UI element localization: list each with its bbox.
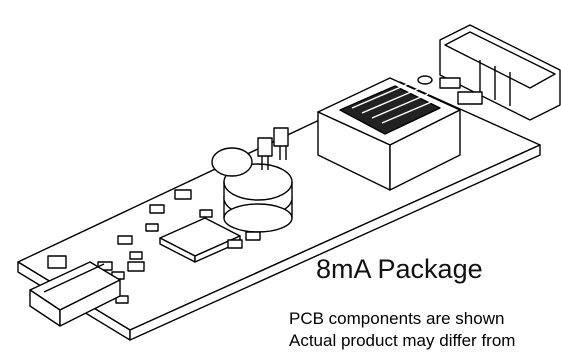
connector-right bbox=[417, 24, 561, 121]
capacitor-small bbox=[211, 147, 253, 177]
transformer bbox=[317, 77, 461, 191]
note-line: PCB components are shown bbox=[289, 309, 505, 328]
connector-left bbox=[29, 255, 121, 327]
note-line: Actual product may differ from bbox=[289, 331, 516, 350]
transistors bbox=[257, 127, 289, 170]
product-title: 8mA Package bbox=[316, 254, 483, 284]
smd-components bbox=[97, 189, 261, 304]
product-note: PCB components are shown Actual product … bbox=[289, 308, 561, 352]
